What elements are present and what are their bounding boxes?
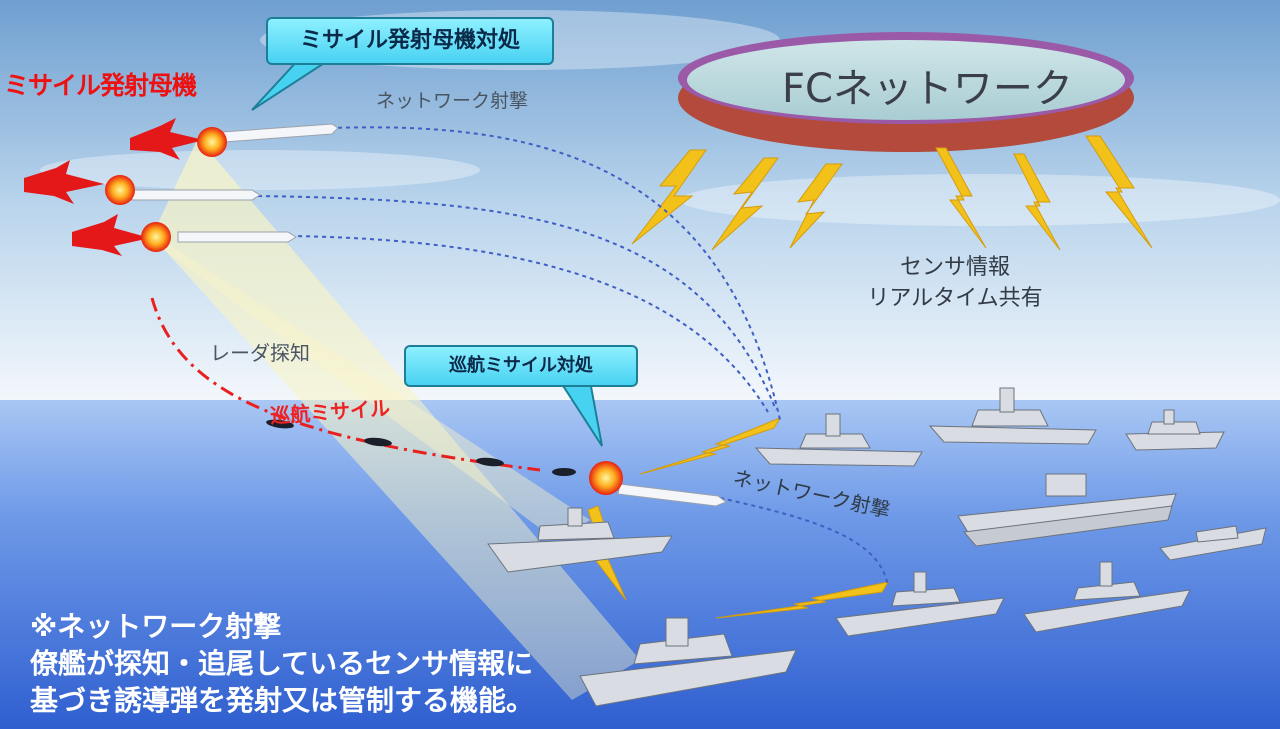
fc-network-label: FCネットワーク: [782, 66, 1073, 112]
enemy-aircraft: [24, 118, 204, 256]
radar-detection-label: レーダ探知: [210, 341, 310, 365]
network-fire-label-top: ネットワーク射撃: [376, 90, 529, 112]
ship-2: [928, 387, 1097, 445]
radar-beam-lower: [150, 238, 590, 540]
ship-4: [1159, 525, 1267, 561]
missile-launcher-label: ミサイル発射母機: [4, 71, 197, 100]
ships: [487, 387, 1267, 707]
ship-carrier: [957, 473, 1177, 547]
interceptor-missiles: [131, 123, 728, 507]
cruise-missiles: [266, 419, 576, 476]
ship-3: [1125, 409, 1225, 451]
explosion-bursts: [105, 127, 623, 495]
cruise-missile-response-callout: 巡航ミサイル対処: [404, 345, 638, 387]
note-line-1: ※ネットワーク射撃: [30, 610, 282, 643]
lightning-bolts: [587, 135, 1153, 619]
ship-1: [754, 413, 923, 467]
ship-7: [1023, 561, 1191, 633]
cruise-missile-track: [150, 297, 541, 472]
launcher-response-callout: ミサイル発射母機対処: [266, 17, 554, 65]
network-paths: [257, 126, 889, 587]
note-line-2: 僚艦が探知・追尾しているセンサ情報に: [30, 647, 534, 680]
sensor-share-label: センサ情報 リアルタイム共有: [850, 252, 1060, 314]
ship-6: [835, 571, 1005, 637]
ship-5: [487, 507, 673, 573]
launcher-response-text: ミサイル発射母機対処: [299, 28, 520, 53]
fc-network-ring: [678, 32, 1134, 152]
network-fire-note: ※ネットワーク射撃 僚艦が探知・追尾しているセンサ情報に 基づき誘導弾を発射又は…: [30, 608, 590, 719]
ship-main: [579, 617, 797, 707]
sensor-share-line2: リアルタイム共有: [867, 286, 1043, 311]
sensor-share-line1: センサ情報: [899, 255, 1010, 280]
cruise-missile-response-text: 巡航ミサイル対処: [449, 355, 593, 376]
note-line-3: 基づき誘導弾を発射又は管制する機能。: [30, 684, 535, 717]
